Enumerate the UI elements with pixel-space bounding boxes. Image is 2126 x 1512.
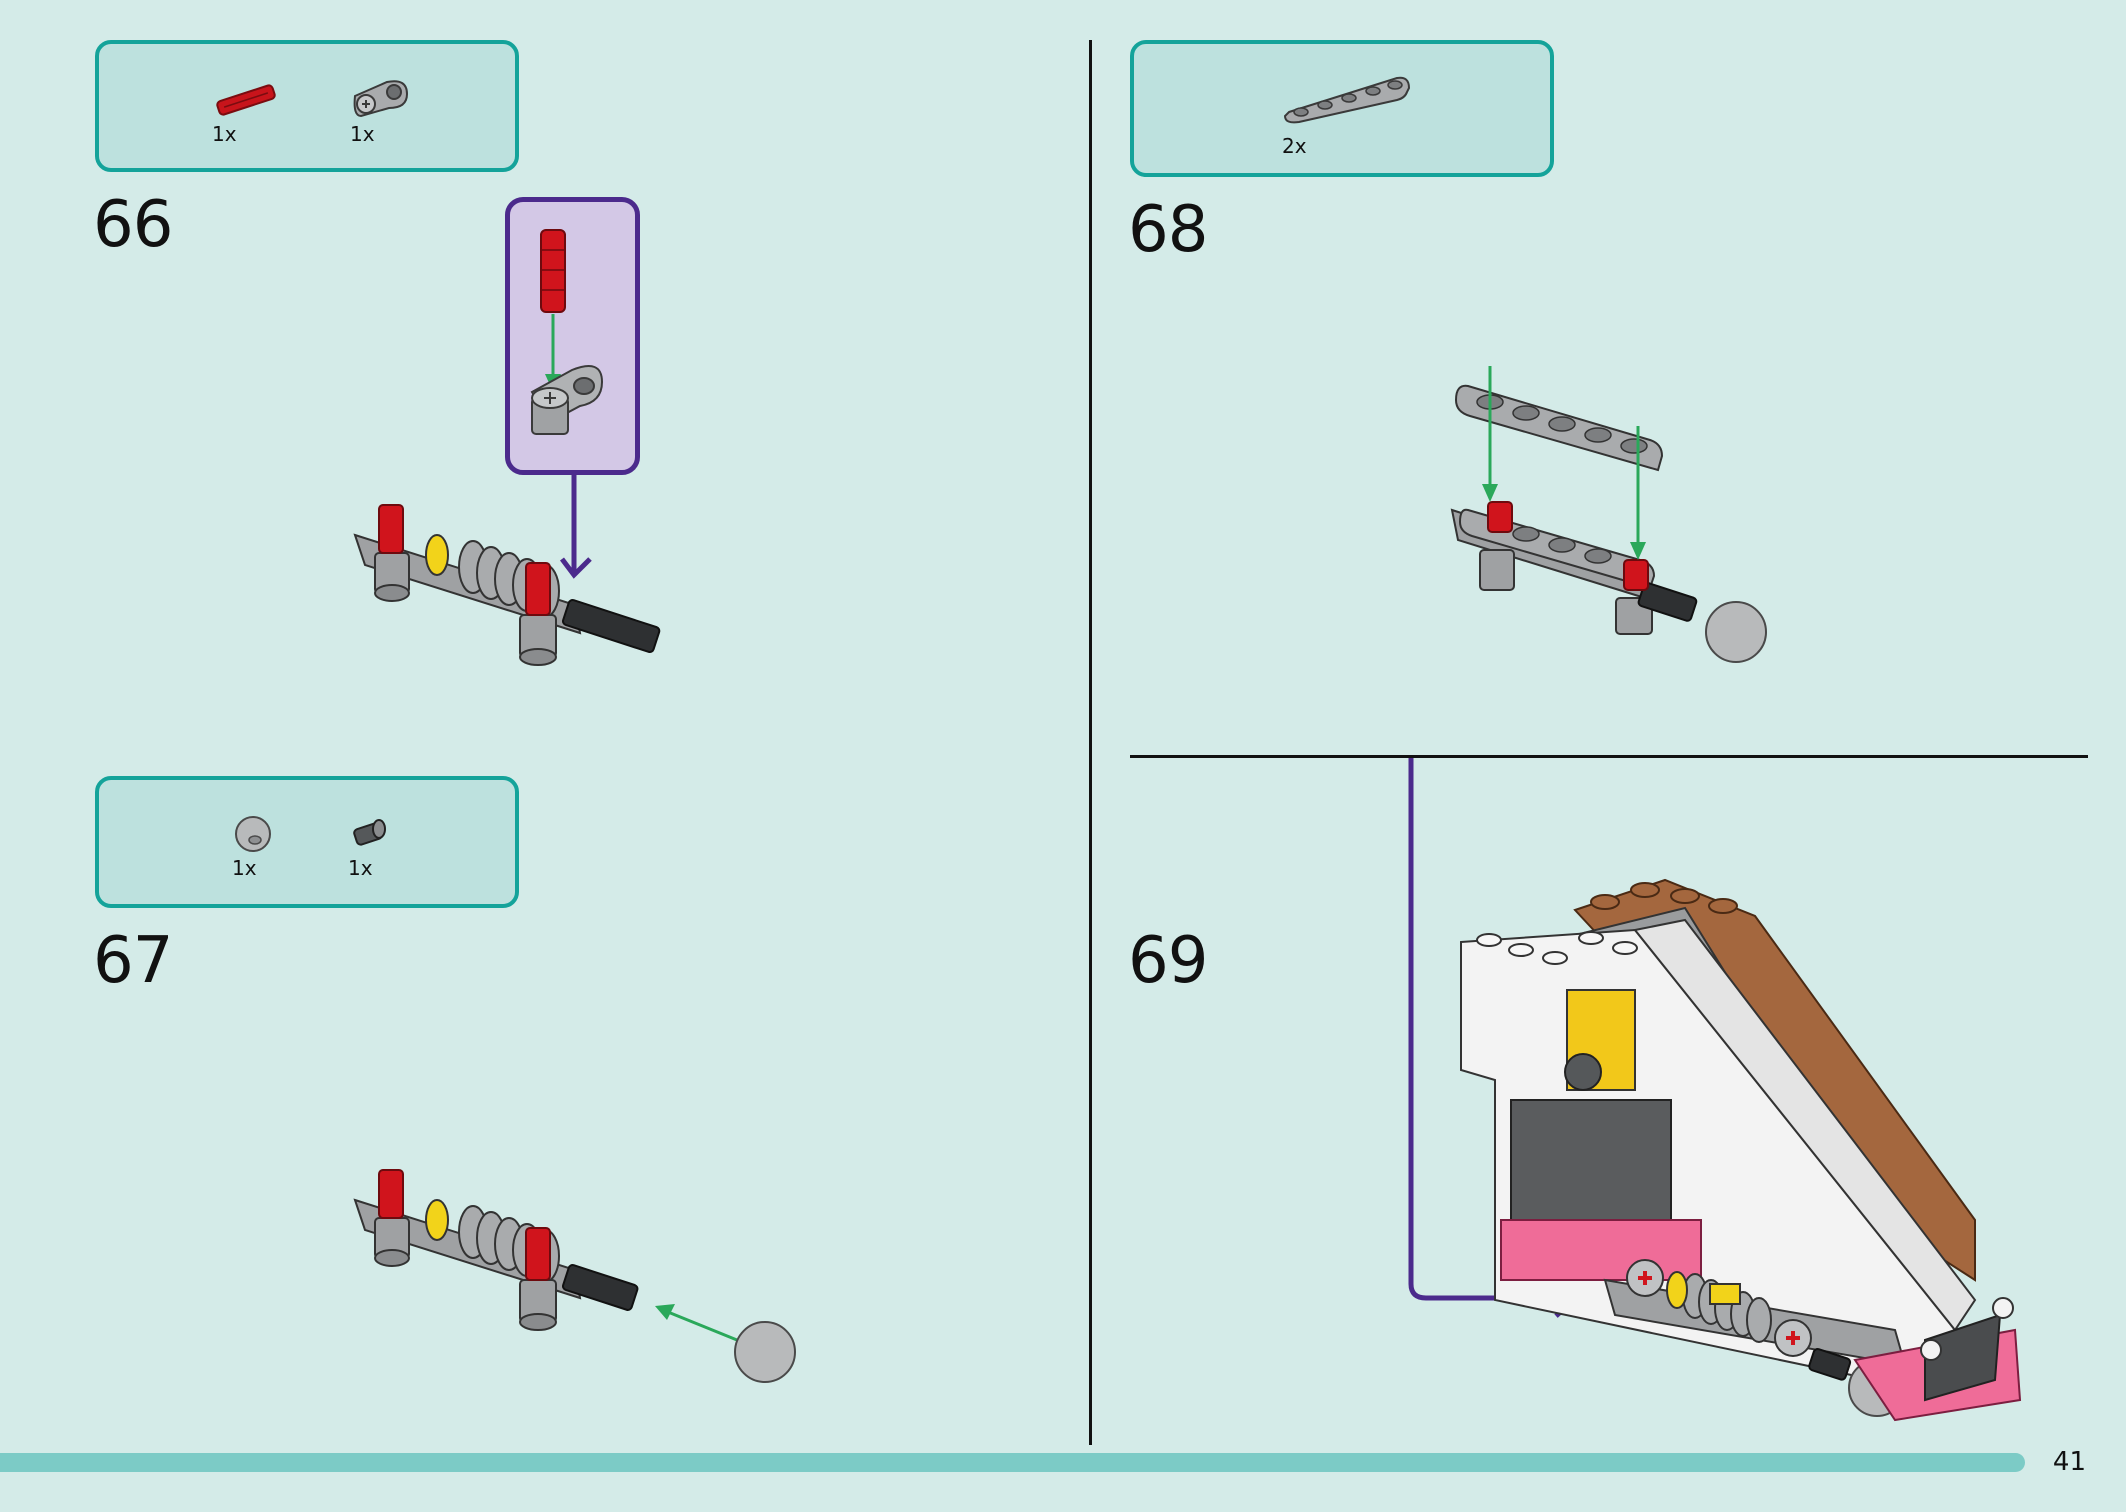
step-68-parts-box: 2x: [1130, 40, 1554, 177]
gray-axle-pin-connector-icon: [353, 80, 409, 118]
footer-bar: [0, 1453, 2025, 1472]
step-67-parts-box: 1x 1x: [95, 776, 519, 908]
dark-bush-icon: [353, 819, 386, 846]
step-68-assembly: [1450, 366, 1767, 663]
step-66-assembly: [353, 504, 661, 666]
part-qty: 1x: [348, 856, 373, 880]
part-qty: 1x: [212, 122, 237, 146]
step-67-assembly: [353, 1169, 796, 1383]
gray-beam-5-icon: [1283, 76, 1411, 124]
part-qty: 1x: [350, 122, 375, 146]
step-number: 69: [1128, 924, 1208, 998]
callout-arrow: [560, 475, 592, 579]
step-number: 66: [93, 188, 173, 262]
page-number: 41: [2052, 1447, 2086, 1477]
red-axle-icon: [216, 84, 276, 116]
column-divider: [1089, 40, 1092, 1445]
sub-assembly-callout: [505, 197, 640, 475]
gray-ball-icon: [235, 816, 271, 852]
part-qty: 2x: [1282, 134, 1307, 158]
part-qty: 1x: [232, 856, 257, 880]
step-66-parts-box: 1x 1x: [95, 40, 519, 172]
step-number: 67: [93, 924, 173, 998]
sub-assembly-illustration: [530, 229, 604, 435]
step-number: 68: [1128, 193, 1208, 267]
step-69-assembly: [1460, 878, 2022, 1422]
step-divider: [1130, 755, 2088, 758]
